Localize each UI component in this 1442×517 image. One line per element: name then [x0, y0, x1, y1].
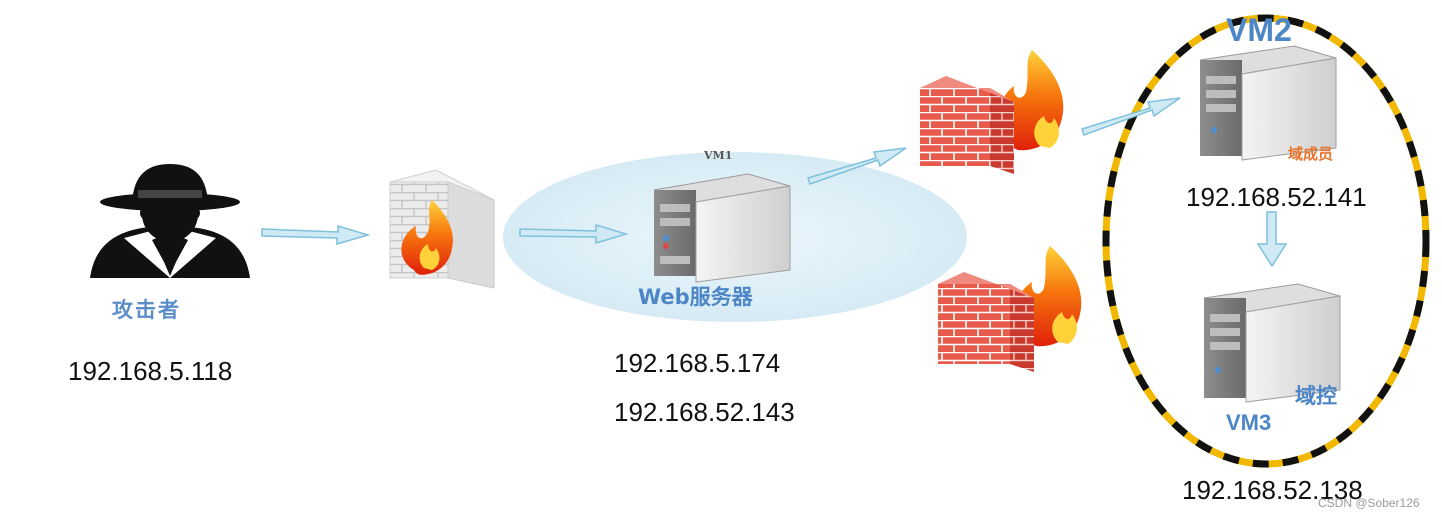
arrow-attacker-to-firewall: [261, 224, 371, 245]
domain-member-label: 域成员: [1288, 145, 1334, 163]
attacker-ip: 192.168.5.118: [68, 356, 233, 386]
web-server-ip-2: 192.168.52.143: [614, 397, 795, 427]
domain-controller-vm-label: VM3: [1226, 410, 1272, 435]
attacker-icon: [90, 164, 250, 278]
firewall-upper-icon: [920, 50, 1064, 174]
domain-member-vm-label: VM2: [1226, 12, 1292, 48]
web-server-icon: [653, 173, 791, 283]
domain-controller-server-icon: [1203, 283, 1341, 403]
web-server-vm-label: VM1: [704, 149, 733, 162]
web-server-label: Web服务器: [638, 285, 753, 309]
arrow-domain-member-to-controller: [1256, 211, 1288, 268]
domain-member-server-icon: [1199, 45, 1337, 161]
domain-member-ip: 192.168.52.141: [1186, 182, 1367, 212]
watermark: CSDN @Sober126: [1318, 496, 1420, 510]
domain-controller-label: 域控: [1295, 384, 1337, 408]
arrow-firewall-to-domain-member: [1081, 97, 1181, 136]
web-server-ip-1: 192.168.5.174: [614, 348, 781, 378]
domain-controller-ip: 192.168.52.138: [1182, 475, 1363, 505]
firewall-lower-icon: [938, 246, 1082, 372]
arrow-web-server-to-firewall: [807, 147, 907, 185]
domain-network-ring: [1102, 14, 1430, 468]
firewall-entry-icon: [389, 169, 495, 289]
arrow-firewall-to-web-server: [519, 223, 629, 245]
attacker-label: 攻击者: [112, 298, 181, 322]
